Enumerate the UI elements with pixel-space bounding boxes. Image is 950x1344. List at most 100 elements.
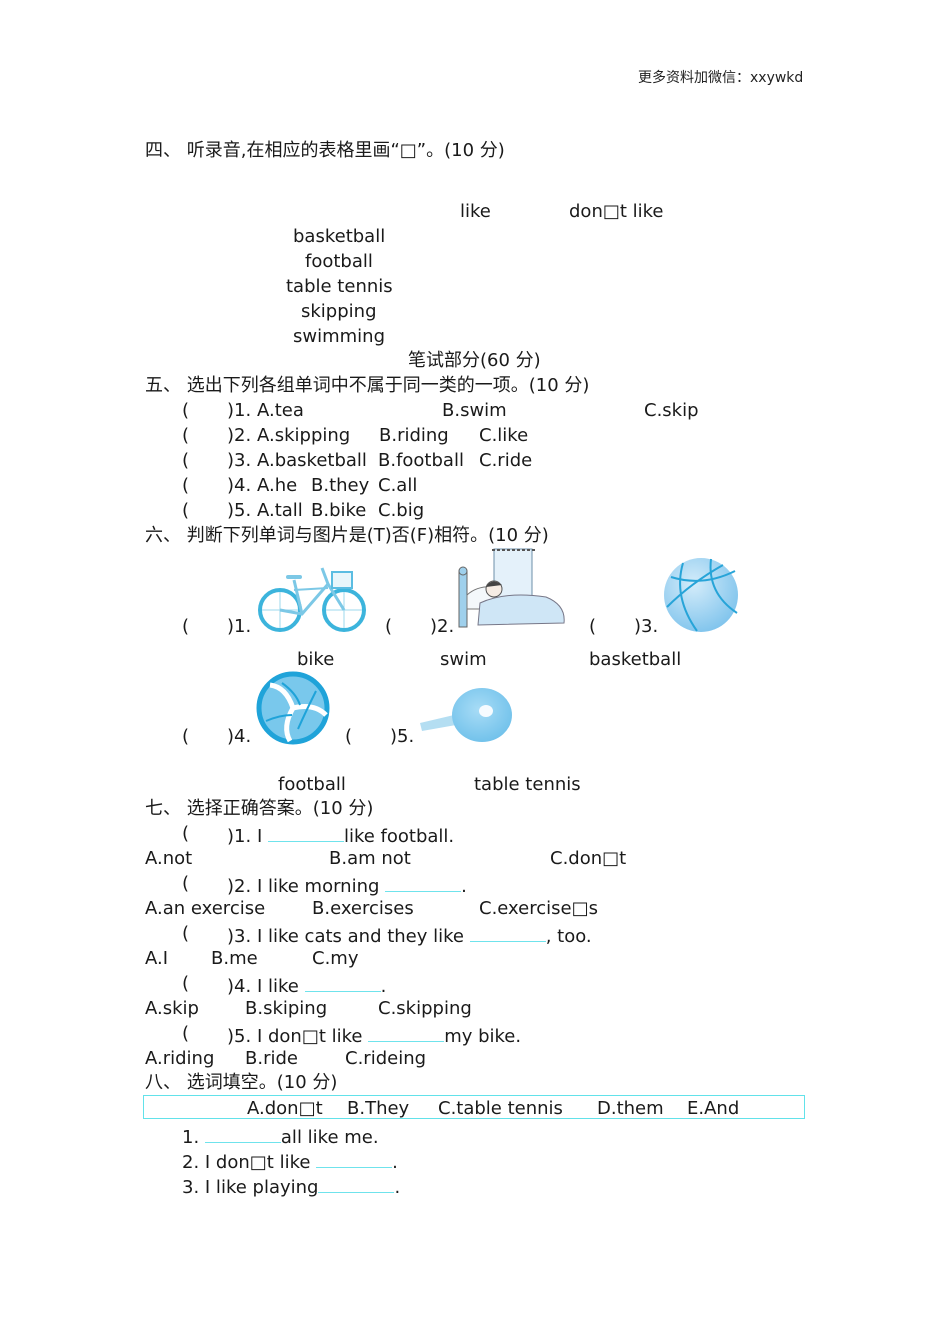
paren: ( (182, 400, 190, 421)
fill-item-2: 2. I don□t like . (182, 1151, 398, 1172)
option-a: A.an exercise (145, 898, 266, 919)
option-c: C.like (479, 425, 529, 446)
word-bank-b: B.They (347, 1098, 410, 1119)
sleeping-boy-icon (458, 548, 565, 628)
option-b: B.bike (311, 500, 367, 521)
option-b: B.am not (329, 848, 411, 869)
question-text: I like morning (256, 876, 386, 897)
word-bank-box (143, 1095, 805, 1119)
item-num: )3. (227, 450, 252, 471)
item-num: )5. (227, 500, 252, 521)
answer-blank[interactable] (316, 1151, 393, 1168)
item-num: )1. (227, 616, 252, 637)
col-dont-like: don□t like (569, 201, 664, 222)
option-b: B.me (211, 948, 258, 969)
answer-blank[interactable] (304, 975, 381, 992)
option-b: B.they (311, 475, 370, 496)
item-num: 2. (182, 1152, 205, 1173)
word-football: football (278, 774, 346, 795)
row-football: football (305, 251, 373, 272)
answer-blank[interactable] (469, 925, 546, 942)
question-text: I (256, 826, 268, 847)
option-c: C.exercise□s (479, 898, 598, 919)
answer-blank[interactable] (204, 1126, 281, 1143)
sentence-text: all like me. (280, 1127, 379, 1148)
item-num: )3. (634, 616, 659, 637)
paren: ( (345, 726, 353, 747)
question-5: )5. I don□t like my bike. (227, 1025, 521, 1046)
option-a: A.basketball (257, 450, 367, 471)
paren: ( (182, 726, 190, 747)
option-b: B.exercises (312, 898, 414, 919)
question-1: )1. I like football. (227, 825, 454, 846)
option-c: C.big (378, 500, 425, 521)
question-text: I like (256, 976, 305, 997)
word-bank-c: C.table tennis (438, 1098, 563, 1119)
word-bank-d: D.them (597, 1098, 664, 1119)
question-text: , too. (545, 926, 592, 947)
paren: ( (182, 873, 190, 894)
question-text: . (461, 876, 467, 897)
paren: ( (182, 616, 190, 637)
paren: ( (385, 616, 393, 637)
paren: ( (182, 923, 190, 944)
item-num: )4. (227, 726, 252, 747)
option-a: A.riding (145, 1048, 215, 1069)
option-c: C.ride (479, 450, 533, 471)
option-b: B.ride (245, 1048, 298, 1069)
answer-blank[interactable] (368, 1025, 445, 1042)
answer-blank[interactable] (385, 875, 462, 892)
bicycle-icon (258, 567, 366, 632)
row-table-tennis: table tennis (286, 276, 393, 297)
option-a: A.tea (257, 400, 304, 421)
option-a: A.I (145, 948, 169, 969)
question-text: my bike. (444, 1026, 522, 1047)
item-num: )1. (227, 400, 252, 421)
answer-blank[interactable] (267, 825, 344, 842)
item-num: )1. (227, 826, 252, 847)
option-a: A.not (145, 848, 193, 869)
word-swim: swim (440, 649, 487, 670)
question-4: )4. I like . (227, 975, 386, 996)
item-num: )2. (430, 616, 455, 637)
option-b: B.riding (379, 425, 449, 446)
row-skipping: skipping (301, 301, 377, 322)
item-num: 3. (182, 1177, 205, 1198)
ping-pong-paddle-icon (420, 688, 512, 742)
option-c: C.rideing (345, 1048, 427, 1069)
volleyball-icon (256, 671, 330, 745)
item-num: )5. (390, 726, 415, 747)
paren: ( (182, 500, 190, 521)
answer-blank[interactable] (318, 1176, 395, 1193)
question-text: I like cats and they like (256, 926, 470, 947)
item-num: )2. (227, 425, 252, 446)
section7-title: 七、 选择正确答案。(10 分) (145, 798, 374, 819)
option-a: A.skipping (257, 425, 351, 446)
section4-title: 四、 听录音,在相应的表格里画“□”。(10 分) (145, 140, 505, 161)
paren: ( (182, 973, 190, 994)
fill-item-1: 1. all like me. (182, 1126, 379, 1147)
sentence-text: I like playing (204, 1177, 319, 1198)
paren: ( (182, 425, 190, 446)
paren: ( (589, 616, 597, 637)
basketball-icon (664, 558, 738, 632)
paren: ( (182, 1023, 190, 1044)
section8-title: 八、 选词填空。(10 分) (145, 1072, 338, 1093)
option-c: C.skip (644, 400, 699, 421)
question-text: I don□t like (256, 1026, 369, 1047)
item-num: 1. (182, 1127, 205, 1148)
paren: ( (182, 475, 190, 496)
option-c: C.don□t (550, 848, 627, 869)
question-text: like football. (343, 826, 455, 847)
section6-title: 六、 判断下列单词与图片是(T)否(F)相符。(10 分) (145, 525, 549, 546)
word-basketball: basketball (589, 649, 682, 670)
item-num: )4. (227, 976, 252, 997)
item-num: )2. (227, 876, 252, 897)
word-bank-a: A.don□t (247, 1098, 323, 1119)
option-c: C.all (378, 475, 418, 496)
word-bank-e: E.And (687, 1098, 740, 1119)
col-like: like (460, 201, 491, 222)
option-a: A.tall (257, 500, 303, 521)
word-bike: bike (297, 649, 335, 670)
item-num: )3. (227, 926, 252, 947)
